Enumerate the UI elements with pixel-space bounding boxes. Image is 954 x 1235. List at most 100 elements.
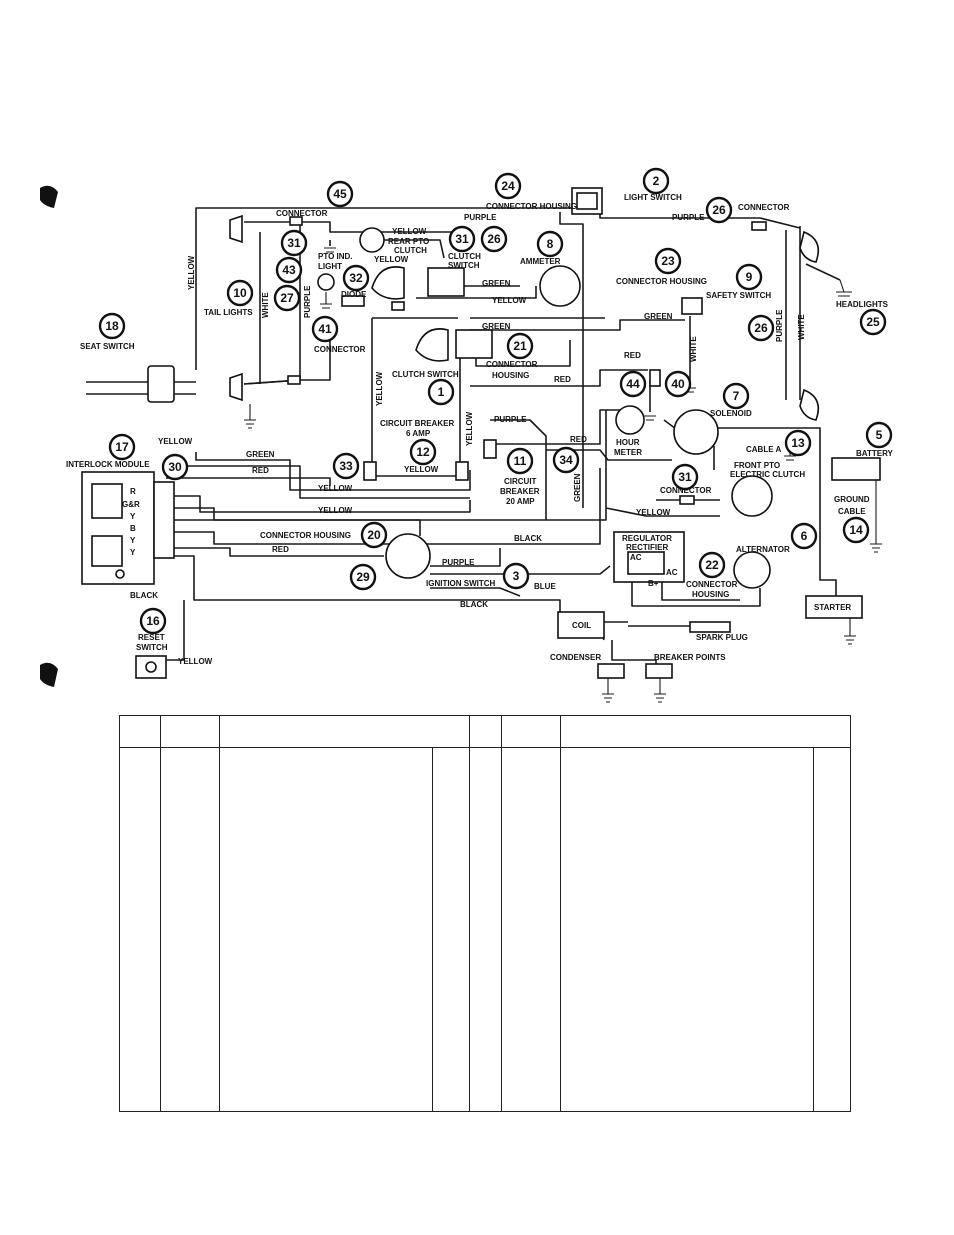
label-clutch-switch: CLUTCH SWITCH	[392, 370, 459, 379]
pto-indicator-light	[317, 273, 335, 291]
label-reset-2: SWITCH	[136, 643, 168, 652]
svg-text:1: 1	[438, 385, 445, 399]
wire-label: GREEN	[644, 312, 673, 321]
parts-table-header-cell	[560, 715, 851, 748]
callout: 30	[161, 453, 189, 481]
label-ignition-switch: IGNITION SWITCH	[426, 579, 496, 588]
callout: 5	[865, 421, 893, 449]
label-cb20c: 20 AMP	[506, 497, 535, 506]
callout: 34	[552, 446, 580, 474]
label-connector-right: CONNECTOR	[738, 203, 790, 212]
callout: 14	[842, 516, 870, 544]
callout: 18	[98, 312, 126, 340]
callout: 17	[108, 433, 136, 461]
label-spark-plug: SPARK PLUG	[696, 633, 748, 642]
circuit-breaker-6-right	[455, 461, 469, 481]
callout: 3	[502, 562, 530, 590]
wire-label: YELLOW	[318, 506, 353, 515]
connector-top	[289, 216, 303, 226]
label-connector-top: CONNECTOR	[276, 209, 328, 218]
label-front-pto-2: ELECTRIC CLUTCH	[730, 470, 805, 479]
callout: 33	[332, 452, 360, 480]
svg-text:34: 34	[559, 453, 573, 467]
label-hour-meter-2: METER	[614, 448, 642, 457]
parts-table-cell	[560, 747, 851, 1112]
svg-text:2: 2	[653, 174, 660, 188]
label-connector-housing-21: CONNECTOR	[486, 360, 538, 369]
clutch-horn-upper	[371, 266, 405, 300]
wire-label: RED	[272, 545, 289, 554]
parts-table-header-row	[119, 715, 851, 748]
svg-text:5: 5	[876, 428, 883, 442]
svg-text:26: 26	[754, 321, 768, 335]
svg-text:24: 24	[501, 179, 515, 193]
svg-text:17: 17	[115, 440, 129, 454]
svg-text:29: 29	[356, 570, 370, 584]
label-cb20b: BREAKER	[500, 487, 540, 496]
label-interlock-module: INTERLOCK MODULE	[66, 460, 150, 469]
wire-color-labels: YELLOW PURPLE PURPLE YELLOW WHITE PURPLE…	[130, 213, 806, 666]
alternator	[733, 551, 771, 589]
wire-label: YELLOW	[178, 657, 213, 666]
interlock-terminal-strip	[153, 481, 175, 559]
svg-text:11: 11	[514, 454, 527, 468]
starter	[805, 595, 863, 619]
tail-light-lower	[229, 372, 243, 402]
callout: 25	[859, 308, 887, 336]
callout: 7	[722, 382, 750, 410]
label-circuit-breaker-6: CIRCUIT BREAKER	[380, 419, 454, 428]
coil	[557, 611, 605, 639]
rear-pto-clutch	[359, 227, 385, 253]
components	[81, 187, 881, 679]
condenser	[597, 663, 625, 679]
callout: 1	[427, 378, 455, 406]
label-battery: BATTERY	[856, 449, 894, 458]
svg-text:30: 30	[168, 460, 182, 474]
label-ground-cable-2: CABLE	[838, 507, 866, 516]
svg-text:26: 26	[712, 203, 726, 217]
svg-text:8: 8	[547, 237, 554, 251]
wire-label: YELLOW	[492, 296, 527, 305]
label-starter: STARTER	[814, 603, 851, 612]
diode	[341, 295, 365, 307]
label-ammeter: AMMETER	[520, 257, 561, 266]
label-breaker-points: BREAKER POINTS	[654, 653, 726, 662]
label-hour-meter: HOUR	[616, 438, 640, 447]
headlight-upper	[799, 230, 820, 263]
label-ac-2: AC	[666, 568, 678, 577]
parts-table-cell	[160, 747, 220, 1112]
callout: 44	[619, 370, 647, 398]
callout: 29	[349, 563, 377, 591]
callouts: 45 24 2 26 31 31 26 8 43 32 27 10 41 23 …	[98, 167, 893, 635]
parts-table-cell	[219, 747, 470, 1112]
label-tail-lights: TAIL LIGHTS	[204, 308, 253, 317]
label-connector-housing-top: CONNECTOR HOUSING	[486, 202, 577, 211]
svg-text:31: 31	[287, 236, 301, 250]
label-rear-pto: REAR PTO	[388, 237, 429, 246]
svg-text:41: 41	[318, 322, 332, 336]
headlight-lower	[799, 388, 820, 421]
wire-label: PURPLE	[672, 213, 705, 222]
spark-plug	[689, 621, 731, 633]
wire-label: WHITE	[261, 292, 270, 318]
svg-text:13: 13	[791, 436, 805, 450]
ammeter	[539, 265, 581, 307]
label-term-b: B	[130, 524, 136, 533]
wire-label: GREEN	[482, 279, 511, 288]
wire-harness	[86, 188, 841, 668]
clutch-switch-lower	[455, 329, 493, 359]
registration-mark	[40, 185, 58, 208]
callout: 8	[536, 230, 564, 258]
parts-table-cell	[119, 747, 161, 1112]
wire-label: GREEN	[573, 473, 582, 502]
label-ground-cable: GROUND	[834, 495, 870, 504]
callout: 13	[784, 429, 812, 457]
svg-text:31: 31	[455, 232, 469, 246]
label-term-y2: Y	[130, 536, 136, 545]
wire-label: BLACK	[460, 600, 488, 609]
parts-table-header-cell	[119, 715, 161, 748]
callout: 40	[664, 370, 692, 398]
callout: 26	[747, 314, 775, 342]
label-connector-housing-22b: HOUSING	[692, 590, 729, 599]
interlock-module-panel2	[91, 535, 123, 567]
